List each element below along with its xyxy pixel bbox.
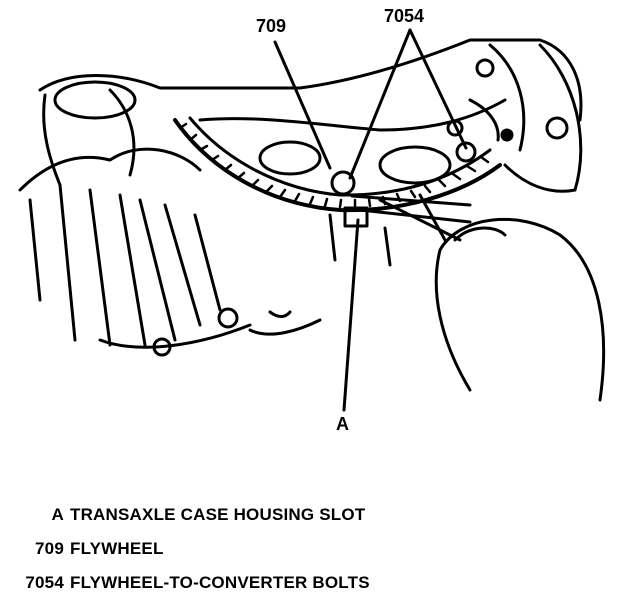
housing-bolt-top bbox=[475, 58, 495, 78]
callout-709: 709 bbox=[256, 16, 286, 36]
legend-row: 7054 FLYWHEEL-TO-CONVERTER BOLTS bbox=[0, 573, 624, 607]
converter-bolt-upper bbox=[446, 119, 464, 137]
legend-description: FLYWHEEL-TO-CONVERTER BOLTS bbox=[70, 573, 370, 592]
housing-plug bbox=[500, 128, 514, 142]
legend-key: 7054 bbox=[25, 573, 64, 592]
converter-bolt-right bbox=[455, 141, 477, 163]
leader-7054-b bbox=[408, 28, 468, 150]
legend-key: A bbox=[51, 505, 64, 524]
engine-left-bell bbox=[18, 147, 202, 192]
engine-top-outline bbox=[38, 38, 583, 122]
bolt-left-mid bbox=[217, 307, 239, 329]
legend-key: 709 bbox=[35, 539, 64, 558]
callout-a: A bbox=[336, 414, 349, 434]
legend-row: A TRANSAXLE CASE HOUSING SLOT bbox=[0, 505, 624, 539]
tool-shaft-upper bbox=[350, 194, 472, 207]
converter-bolt-center bbox=[330, 170, 356, 196]
leader-a bbox=[342, 218, 360, 412]
legend-description: FLYWHEEL bbox=[70, 539, 164, 558]
callout-7054: 7054 bbox=[384, 6, 424, 26]
hand-outline bbox=[434, 217, 606, 402]
housing-slot bbox=[343, 206, 369, 228]
flywheel-hole-right bbox=[378, 145, 452, 185]
leader-7054-a bbox=[348, 28, 412, 180]
flywheel-hole-left bbox=[258, 140, 322, 176]
flywheel-illustration: 709 7054 A bbox=[18, 6, 606, 434]
legend-row: 709 FLYWHEEL bbox=[0, 539, 624, 573]
leader-709 bbox=[273, 40, 332, 170]
legend: A TRANSAXLE CASE HOUSING SLOT 709 FLYWHE… bbox=[0, 505, 624, 607]
legend-description: TRANSAXLE CASE HOUSING SLOT bbox=[70, 505, 366, 524]
housing-bolt-right bbox=[545, 116, 569, 140]
